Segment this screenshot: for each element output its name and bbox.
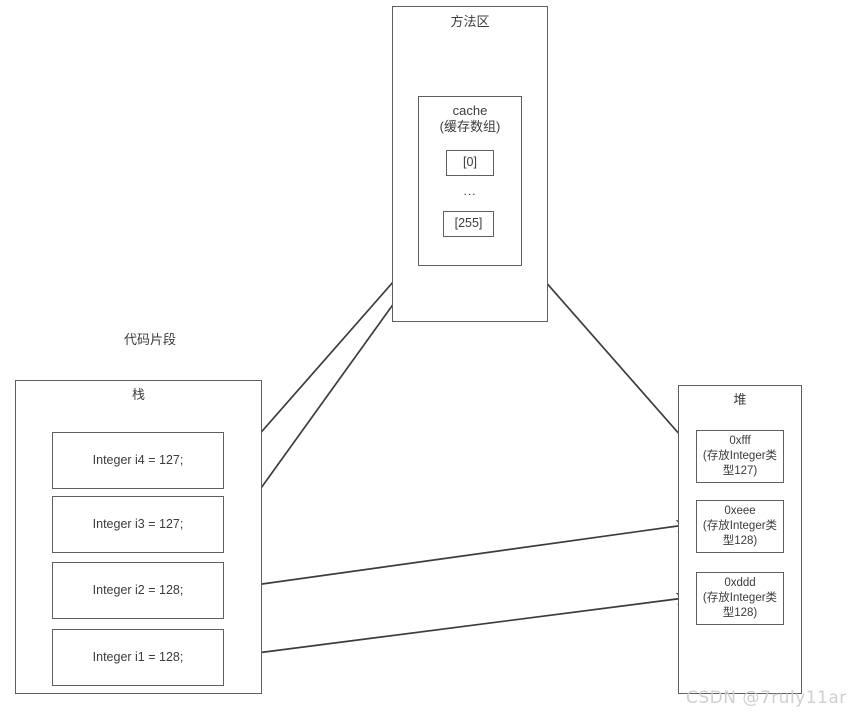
cache-title-line1: cache <box>452 103 488 118</box>
cache-entry-0[interactable]: [0] <box>446 150 494 176</box>
stack-frame-i3[interactable]: Integer i3 = 127; <box>52 496 224 553</box>
cache-container: cache (缓存数组) <box>418 96 522 266</box>
cache-entry-255[interactable]: [255] <box>443 211 494 237</box>
cache-ellipsis: ... <box>463 184 477 198</box>
heap-object-address: 0xeee <box>724 505 756 518</box>
heap-object-desc-line2: 型128) <box>722 606 758 619</box>
code-fragment-label: 代码片段 <box>123 332 176 347</box>
heap-object-address: 0xddd <box>724 577 756 590</box>
csdn-watermark: CSDN @7ruly11ar <box>686 688 847 708</box>
heap-object-0xeee[interactable]: 0xeee (存放Integer类 型128) <box>696 500 784 553</box>
stack-frame-i2[interactable]: Integer i2 = 128; <box>52 562 224 619</box>
heap-object-desc-line1: (存放Integer类 <box>702 592 778 605</box>
heap-object-desc-line2: 型128) <box>722 534 758 547</box>
stack-frame-i1[interactable]: Integer i1 = 128; <box>52 629 224 686</box>
heap-title: 堆 <box>733 392 747 407</box>
heap-object-address: 0xfff <box>729 435 751 448</box>
stack-title: 栈 <box>131 387 145 402</box>
heap-object-desc-line1: (存放Integer类 <box>702 450 778 463</box>
cache-title-line2: (缓存数组) <box>439 119 501 134</box>
heap-object-desc-line1: (存放Integer类 <box>702 520 778 533</box>
heap-object-desc-line2: 型127) <box>722 464 758 477</box>
heap-object-0xfff[interactable]: 0xfff (存放Integer类 型127) <box>696 430 784 483</box>
heap-object-0xddd[interactable]: 0xddd (存放Integer类 型128) <box>696 572 784 625</box>
stack-frame-i4[interactable]: Integer i4 = 127; <box>52 432 224 489</box>
method-area-title: 方法区 <box>450 14 490 29</box>
arrow-i1-to-heap-0xddd <box>225 592 694 658</box>
arrow-i2-to-heap-0xeee <box>225 519 694 590</box>
